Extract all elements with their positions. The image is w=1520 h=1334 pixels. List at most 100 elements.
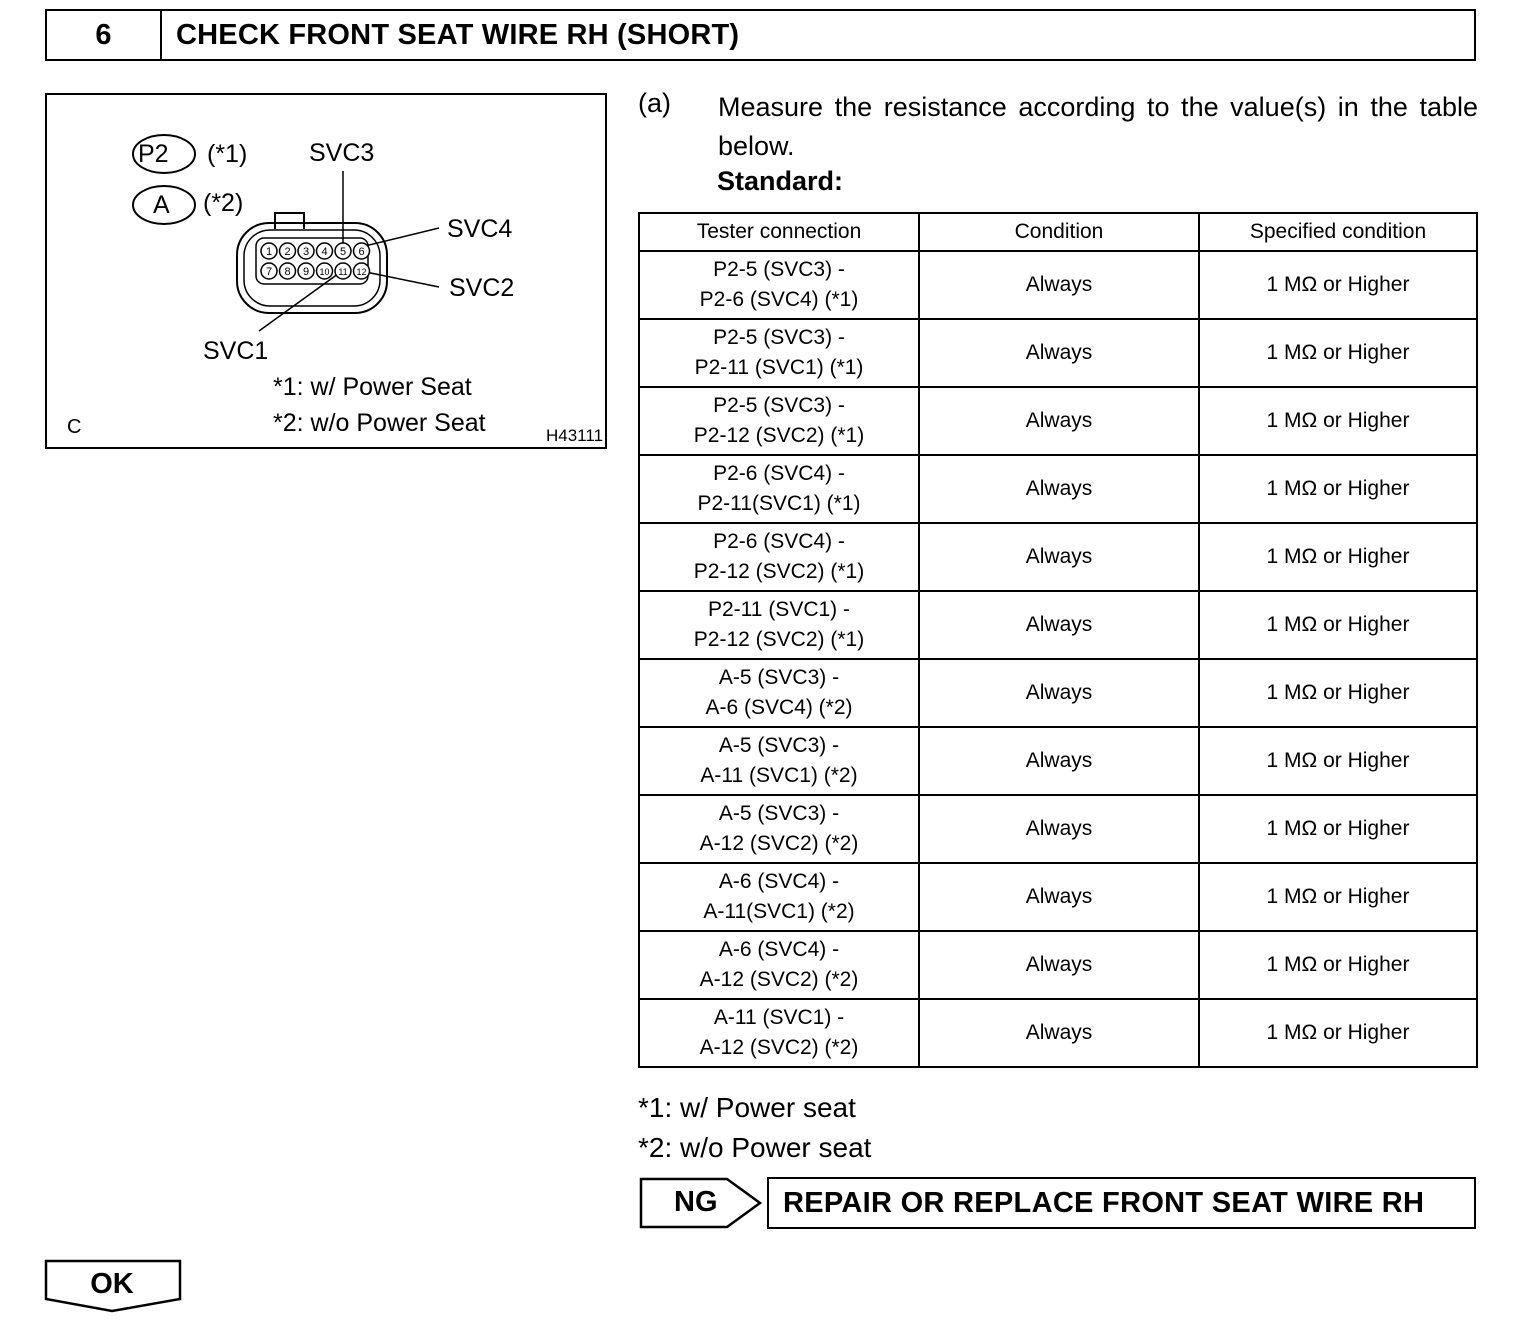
cell-tester-connection: A-11 (SVC1) -A-12 (SVC2) (*2) bbox=[638, 998, 920, 1068]
connector-note-2: (*2) bbox=[203, 189, 244, 217]
connector-pin-number: 1 bbox=[266, 246, 272, 258]
cell-condition: Always bbox=[918, 862, 1200, 932]
tester-connection-line1: A-5 (SVC3) - bbox=[718, 802, 840, 825]
connector-pin: 5 bbox=[334, 242, 352, 260]
figure-id: H43111 bbox=[546, 426, 604, 445]
ok-button[interactable] bbox=[44, 1259, 182, 1313]
footnote-1: *1: w/ Power seat bbox=[638, 1092, 856, 1123]
connector-oval-a bbox=[132, 185, 196, 225]
connector-label-p2: P2 bbox=[138, 140, 169, 168]
connector-pin-number: 6 bbox=[358, 246, 364, 258]
tester-connection-line1: P2-5 (SVC3) - bbox=[713, 258, 845, 281]
connector-pin: 2 bbox=[278, 242, 297, 260]
cell-tester-connection: A-6 (SVC4) - A-12 (SVC2) (*2) bbox=[638, 930, 920, 1000]
cell-condition: Always bbox=[918, 998, 1200, 1068]
step-title: CHECK FRONT SEAT WIRE RH (SHORT) bbox=[176, 18, 740, 51]
cell-condition: Always bbox=[918, 726, 1200, 796]
connector-pin-number: 8 bbox=[284, 266, 290, 278]
cell-specified-condition: 1 MΩ or Higher bbox=[1198, 522, 1478, 592]
connector-label-a: A bbox=[153, 191, 170, 219]
connector-pin: 1 bbox=[260, 242, 278, 260]
tester-connection-line2: P2-12 (SVC2) (*1) bbox=[693, 424, 865, 447]
cell-condition: Always bbox=[918, 454, 1200, 524]
column-header-specified-condition: Specified condition bbox=[1198, 212, 1478, 252]
step-header: 6 CHECK FRONT SEAT WIRE RH (SHORT) bbox=[45, 9, 1476, 61]
cell-specified-condition: 1 MΩ or Higher bbox=[1198, 454, 1478, 524]
column-header-condition: Condition bbox=[918, 212, 1200, 252]
tester-connection-line2: A-11(SVC1) (*2) bbox=[703, 900, 855, 923]
cell-condition: Always bbox=[918, 318, 1200, 388]
tester-connection-line2: P2-11 (SVC1) (*1) bbox=[694, 356, 864, 379]
connector-pin-number: 4 bbox=[321, 246, 327, 258]
standard-label: Standard: bbox=[717, 166, 844, 196]
cell-specified-condition: 1 MΩ or Higher bbox=[1198, 998, 1478, 1068]
connector-pin: 9 bbox=[297, 262, 315, 280]
connector-pin-number: 9 bbox=[303, 266, 309, 278]
tester-connection-line1: A-6 (SVC4) - bbox=[718, 938, 840, 961]
footnote-2: *2: w/o Power seat bbox=[638, 1132, 872, 1163]
connector-pin-number: 7 bbox=[266, 266, 272, 278]
tester-connection-line2: A-12 (SVC2) (*2) bbox=[699, 968, 859, 991]
terminal-label-svc1: SVC1 bbox=[203, 337, 269, 365]
connector-pin-number: 11 bbox=[338, 267, 347, 277]
leader-svc2 bbox=[360, 270, 440, 288]
cell-tester-connection: P2-5 (SVC3) -P2-11 (SVC1) (*1) bbox=[638, 318, 920, 388]
cell-specified-condition: 1 MΩ or Higher bbox=[1198, 726, 1478, 796]
cell-tester-connection: A-5 (SVC3) - A-12 (SVC2) (*2) bbox=[638, 794, 920, 864]
cell-condition: Always bbox=[918, 658, 1200, 728]
step-number: 6 bbox=[47, 11, 162, 59]
cell-specified-condition: 1 MΩ or Higher bbox=[1198, 318, 1478, 388]
leader-svc4 bbox=[360, 227, 440, 248]
cell-condition: Always bbox=[918, 590, 1200, 660]
cell-specified-condition: 1 MΩ or Higher bbox=[1198, 794, 1478, 864]
cell-condition: Always bbox=[918, 930, 1200, 1000]
cell-specified-condition: 1 MΩ or Higher bbox=[1198, 930, 1478, 1000]
connector-pin-number: 2 bbox=[284, 246, 290, 258]
cell-specified-condition: 1 MΩ or Higher bbox=[1198, 658, 1478, 728]
tester-connection-line1: P2-6 (SVC4) - bbox=[713, 462, 845, 485]
note-no-power-seat: *2: w/o Power Seat bbox=[273, 409, 486, 437]
connector-pin-number: 10 bbox=[319, 267, 329, 277]
connector-pin: 10 bbox=[315, 262, 334, 280]
tester-connection-line1: P2-11 (SVC1) - bbox=[708, 598, 850, 621]
terminal-label-svc3: SVC3 bbox=[309, 139, 375, 167]
column-header-tester-connection: Tester connection bbox=[638, 212, 920, 252]
note-power-seat: *1: w/ Power Seat bbox=[273, 373, 472, 401]
tester-connection-line1: P2-6 (SVC4) - bbox=[713, 530, 845, 553]
cell-tester-connection: A-5 (SVC3) -A-6 (SVC4) (*2) bbox=[638, 658, 920, 728]
tester-connection-line2: P2-6 (SVC4) (*1) bbox=[699, 288, 859, 311]
connector-pin: 8 bbox=[278, 262, 297, 280]
cell-specified-condition: 1 MΩ or Higher bbox=[1198, 386, 1478, 456]
connector-latch bbox=[274, 212, 305, 229]
terminal-label-svc2: SVC2 bbox=[449, 274, 515, 302]
table-header-row: Tester connection Condition Specified co… bbox=[638, 212, 1478, 252]
tester-connection-line1: P2-5 (SVC3) - bbox=[713, 394, 845, 417]
cell-tester-connection: A-5 (SVC3) -A-11 (SVC1) (*2) bbox=[638, 726, 920, 796]
spec-table: Tester connection Condition Specified co… bbox=[638, 212, 1478, 1068]
connector-pin: 6 bbox=[352, 242, 371, 260]
step-a-label: (a) bbox=[638, 88, 671, 118]
tester-connection-line2: A-12 (SVC2) (*2) bbox=[699, 1036, 859, 1059]
tester-connection-line2: A-12 (SVC2) (*2) bbox=[699, 832, 859, 855]
cell-tester-connection: P2-11 (SVC1) - P2-12 (SVC2) (*1) bbox=[638, 590, 920, 660]
cell-condition: Always bbox=[918, 522, 1200, 592]
terminal-label-svc4: SVC4 bbox=[447, 215, 513, 243]
cell-specified-condition: 1 MΩ or Higher bbox=[1198, 250, 1478, 320]
connector-pin: 7 bbox=[260, 262, 278, 280]
tester-connection-line2: P2-12 (SVC2) (*1) bbox=[693, 628, 865, 651]
tester-connection-line1: A-6 (SVC4) - bbox=[718, 870, 840, 893]
